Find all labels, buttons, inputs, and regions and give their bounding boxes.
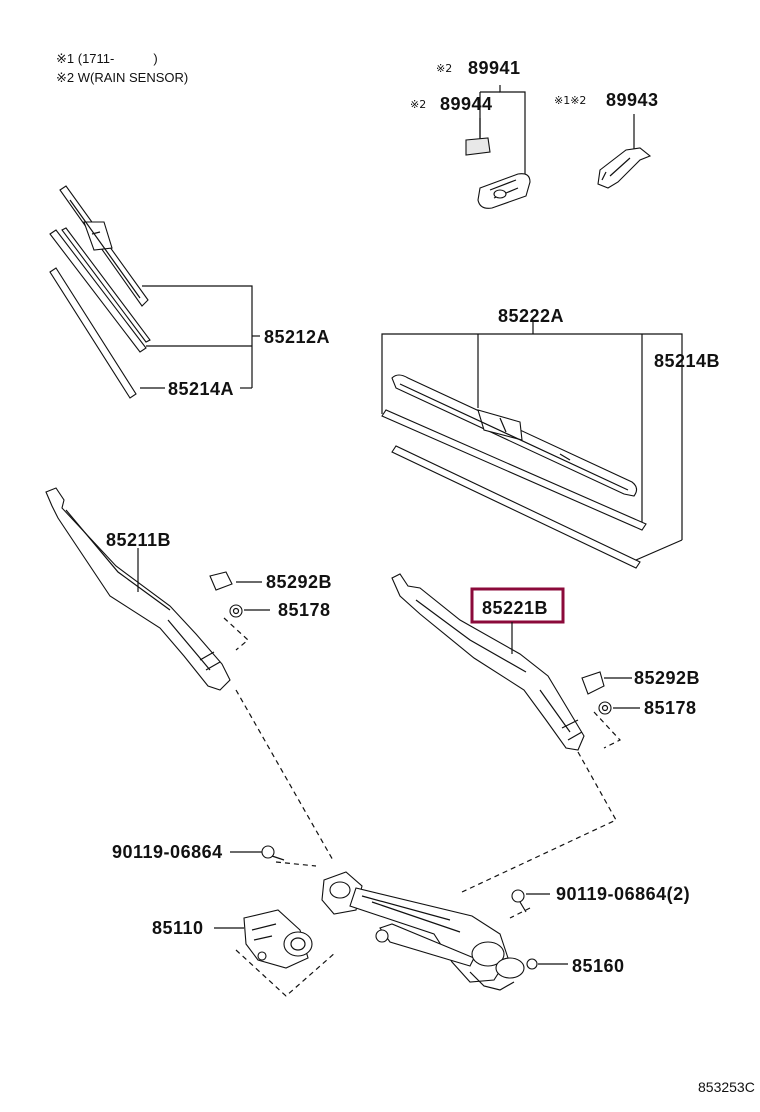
- part-label-85214B[interactable]: 85214B: [654, 351, 720, 371]
- gel-pad-icon[interactable]: [465, 137, 491, 156]
- left-wiper-blade-icon[interactable]: [59, 185, 149, 307]
- left-blade-insert-icon[interactable]: [61, 227, 151, 343]
- part-mark-89941: ※2: [436, 62, 452, 75]
- left-arm-group: 85211B 85292B 85178: [45, 487, 332, 691]
- note-1: ※1 (1711- ): [56, 51, 158, 66]
- dash-right-arm-to-pivot: [461, 751, 617, 893]
- dash-left-bolt: [275, 861, 317, 867]
- right-arm-cap-dash: [593, 711, 621, 749]
- leader-85212A-top: [142, 285, 253, 388]
- sensor-bracket-icon[interactable]: [597, 147, 652, 189]
- part-mark-89943: ※1※2: [554, 94, 586, 107]
- part-label-85221B[interactable]: 85221B: [482, 598, 548, 618]
- part-label-85160[interactable]: 85160: [572, 956, 625, 976]
- left-blade-group: 85212A 85214A: [49, 185, 330, 399]
- leader-85214B: [635, 539, 683, 561]
- dash-right-bolt: [509, 907, 531, 919]
- left-bolt-icon[interactable]: [261, 845, 285, 861]
- part-label-90119-right[interactable]: 90119-06864(2): [556, 884, 690, 904]
- part-label-85110[interactable]: 85110: [152, 918, 204, 938]
- diagram-code: 853253C: [698, 1079, 755, 1095]
- part-label-85211B[interactable]: 85211B: [106, 530, 171, 550]
- part-label-85292B-right[interactable]: 85292B: [634, 668, 700, 688]
- note-2: ※2 W(RAIN SENSOR): [56, 70, 188, 85]
- right-blade-refill-icon[interactable]: [391, 445, 641, 569]
- part-label-89944[interactable]: 89944: [440, 94, 493, 114]
- rain-sensor-group: ※2 89941 ※2 89944 ※1※2 89943: [410, 58, 659, 209]
- wiper-linkage-icon[interactable]: [321, 871, 538, 991]
- right-bolt-icon[interactable]: [511, 889, 527, 913]
- dash-left-arm-to-pivot: [235, 689, 335, 863]
- highlight-85221B: [470, 587, 565, 624]
- right-arm-nut-icon[interactable]: [598, 701, 612, 715]
- left-arm-cap-dash: [223, 617, 249, 651]
- part-label-85214A[interactable]: 85214A: [168, 379, 234, 399]
- left-arm-cap-icon[interactable]: [209, 571, 233, 591]
- part-mark-89944: ※2: [410, 98, 426, 111]
- part-label-89943[interactable]: 89943: [606, 90, 659, 110]
- part-label-85222A[interactable]: 85222A: [498, 306, 564, 326]
- part-label-90119-left[interactable]: 90119-06864: [112, 842, 223, 862]
- left-arm-nut-icon[interactable]: [229, 604, 243, 618]
- left-blade-rubber-icon[interactable]: [49, 229, 147, 353]
- right-arm-nut-hole: [601, 704, 609, 712]
- right-blade-insert-icon[interactable]: [381, 409, 647, 531]
- wiper-motor-icon[interactable]: [243, 909, 313, 969]
- part-label-85178-left[interactable]: 85178: [278, 600, 331, 620]
- right-arm-group: 85221B 85292B 85178: [391, 573, 700, 751]
- rain-sensor-icon[interactable]: [477, 173, 531, 209]
- right-wiper-arm-icon[interactable]: [391, 573, 585, 751]
- linkage-motor-group: 90119-06864 90119-06864(2) 85110 85160: [112, 689, 690, 997]
- right-blade-group: 85222A 85214B: [381, 306, 720, 569]
- right-wiper-blade-icon[interactable]: [391, 374, 638, 497]
- left-arm-nut-hole: [232, 607, 240, 615]
- part-label-85212A[interactable]: 85212A: [264, 327, 330, 347]
- leader-85222A-frame: [381, 333, 683, 540]
- part-label-85178-right[interactable]: 85178: [644, 698, 697, 718]
- part-label-85292B-left[interactable]: 85292B: [266, 572, 332, 592]
- right-arm-cap-icon[interactable]: [581, 671, 605, 695]
- left-blade-refill-icon[interactable]: [49, 267, 137, 399]
- part-label-89941[interactable]: 89941: [468, 58, 521, 78]
- dash-motor: [235, 949, 337, 997]
- leader-89941: [499, 85, 526, 180]
